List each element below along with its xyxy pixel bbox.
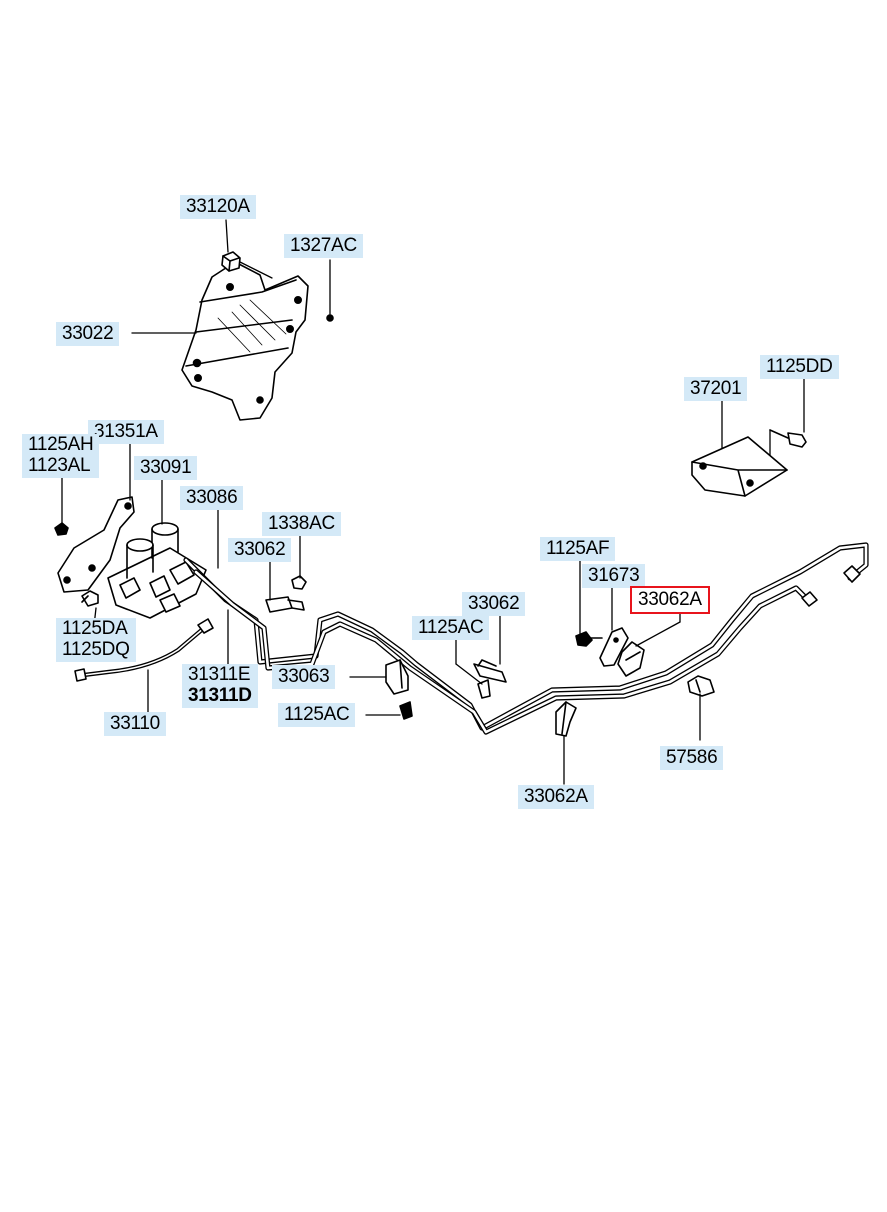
label-1123AL: 1123AL xyxy=(28,455,91,476)
label-33062-left[interactable]: 33062 xyxy=(228,538,292,562)
clip-33063 xyxy=(385,659,409,695)
bolt-1125DA xyxy=(81,590,99,607)
label-57586[interactable]: 57586 xyxy=(660,746,724,770)
clip-33062-left xyxy=(265,596,305,613)
clip-33062A-lower xyxy=(555,701,577,737)
bolt-1125DD xyxy=(769,429,807,448)
bolt-1125AF xyxy=(575,631,603,647)
hose-33110 xyxy=(74,618,214,682)
bolt-1125AC-middle xyxy=(477,679,491,699)
label-33022[interactable]: 33022 xyxy=(56,322,120,346)
label-31311E-31311D[interactable]: 31311E 31311D xyxy=(182,664,258,708)
label-1125AC-lower[interactable]: 1125AC xyxy=(278,703,356,727)
brake-tube-31311E xyxy=(183,542,869,731)
label-33110[interactable]: 33110 xyxy=(104,712,166,736)
bracket-31351A xyxy=(57,496,135,593)
bolt-1125AH xyxy=(54,522,69,536)
label-1125AH: 1125AH xyxy=(28,434,94,455)
nut-33120A xyxy=(221,251,241,272)
valve-assembly-33091 xyxy=(107,522,207,619)
label-33062A-selected[interactable]: 33062A xyxy=(630,586,710,614)
bolt-1327AC xyxy=(326,314,334,322)
label-33120A[interactable]: 33120A xyxy=(180,195,256,219)
label-1125DD[interactable]: 1125DD xyxy=(760,355,839,379)
tube-end-fittings xyxy=(801,565,861,607)
label-1338AC[interactable]: 1338AC xyxy=(262,512,341,536)
bolt-1125AC-lower xyxy=(399,701,413,720)
label-1327AC[interactable]: 1327AC xyxy=(284,234,363,258)
label-1125DA-1125DQ[interactable]: 1125DA 1125DQ xyxy=(56,618,136,662)
label-31351A[interactable]: 31351A xyxy=(88,420,164,444)
brake-tube-31311D xyxy=(193,569,809,735)
label-1125AH-1123AL[interactable]: 1125AH 1123AL xyxy=(22,434,100,478)
label-33062-middle[interactable]: 33062 xyxy=(462,592,526,616)
clip-33062-middle xyxy=(473,659,507,683)
label-33091[interactable]: 33091 xyxy=(134,456,198,480)
bracket-37201 xyxy=(691,436,788,497)
clip-33062A-selected xyxy=(617,641,645,677)
label-33062A-lower[interactable]: 33062A xyxy=(518,785,594,809)
label-31311E: 31311E xyxy=(188,664,251,685)
nut-1338AC xyxy=(291,575,307,590)
label-1125AC-middle[interactable]: 1125AC xyxy=(412,616,490,640)
bracket-33022 xyxy=(181,261,309,421)
label-1125DQ: 1125DQ xyxy=(62,639,130,660)
label-33063[interactable]: 33063 xyxy=(272,665,336,689)
label-33086[interactable]: 33086 xyxy=(180,486,244,510)
bracket-31673 xyxy=(599,627,629,667)
label-31673[interactable]: 31673 xyxy=(582,564,646,588)
label-1125DA: 1125DA xyxy=(62,618,128,639)
leader-lines xyxy=(61,219,805,785)
label-31311D: 31311D xyxy=(188,685,252,706)
clip-57586 xyxy=(687,675,715,697)
label-1125AF[interactable]: 1125AF xyxy=(540,537,616,561)
label-37201[interactable]: 37201 xyxy=(684,377,748,401)
